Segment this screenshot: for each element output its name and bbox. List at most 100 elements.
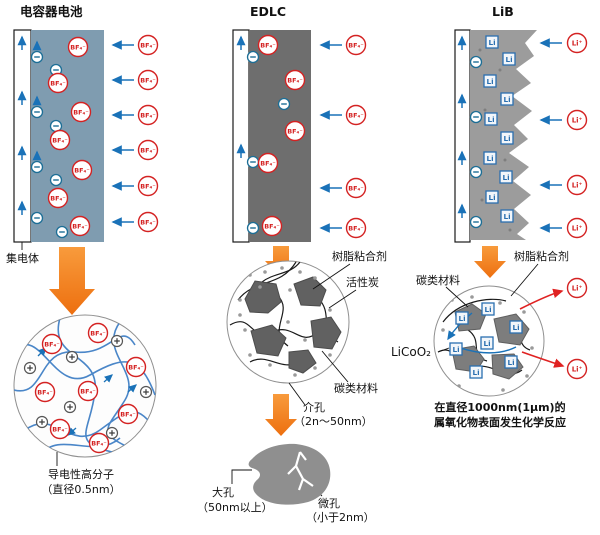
bf4-ion — [70, 101, 92, 123]
edlc-panel — [226, 29, 367, 505]
plus-ion — [110, 334, 124, 348]
li-plus-ion — [566, 32, 588, 54]
li-ion-square — [509, 320, 523, 334]
minus-ion — [30, 211, 44, 225]
micropore-channels — [287, 451, 314, 491]
reaction-line-1: 在直径1000nm(1μm)的 — [434, 401, 566, 414]
zoom-arrow-orange — [49, 247, 95, 315]
li-ion-square — [500, 209, 514, 223]
li-ion-square — [484, 112, 498, 126]
reaction-line-2: 属氧化物表面发生化学反应 — [434, 416, 566, 429]
li-ion-square — [504, 355, 518, 369]
minus-ion — [246, 221, 260, 235]
plus-ion — [23, 361, 37, 375]
bf4-ion — [49, 418, 71, 440]
minus-ion — [30, 160, 44, 174]
bf4-ion — [137, 34, 159, 56]
label-micropore-size: （小于2nm） — [306, 511, 375, 524]
zoom-arrow-orange — [474, 246, 506, 278]
bf4-ion — [257, 34, 279, 56]
activated-carbon-particles — [244, 276, 342, 374]
li-ion-square — [449, 342, 463, 356]
plus-ion — [63, 400, 77, 414]
label-mesopore: 介孔 — [303, 401, 325, 414]
bf4-ion — [257, 152, 279, 174]
li-ion-square — [485, 190, 499, 204]
lib-zoom-content — [437, 295, 534, 392]
bf4-ion — [345, 104, 367, 126]
li-extraction-arrows — [519, 288, 565, 368]
label-conductive-polymer: 导电性高分子 — [48, 468, 114, 481]
bf4-ion — [49, 129, 71, 151]
label-polymer-size: （直径0.5nm） — [41, 483, 121, 496]
li-ion-square — [485, 35, 499, 49]
bf4-ion — [67, 36, 89, 58]
ion-flow-arrows — [319, 40, 342, 233]
label-current-collector: 集电体 — [6, 252, 39, 265]
bf4-ion — [117, 403, 139, 425]
li-plus-ion — [566, 358, 588, 380]
electrolyte-dots — [238, 266, 332, 377]
li-plus-ion — [566, 109, 588, 131]
bf4-ion — [137, 104, 159, 126]
li-ion-square — [500, 92, 514, 106]
bf4-ion — [137, 211, 159, 233]
label-binder-lib: 树脂粘合剂 — [514, 250, 569, 263]
bf4-ion — [34, 381, 56, 403]
bf4-ion — [87, 322, 109, 344]
current-collector-strip — [232, 29, 250, 243]
bf4-ion — [137, 175, 159, 197]
title-lib: LiB — [492, 4, 514, 19]
capacitor-panel — [13, 29, 159, 466]
minus-ion — [30, 105, 44, 119]
minus-ion — [246, 50, 260, 64]
li-plus-ion — [566, 277, 588, 299]
bf4-ion — [345, 34, 367, 56]
label-macropore-size: （50nm以上） — [197, 501, 273, 514]
electron-up-arrows — [17, 35, 42, 215]
label-micropore: 微孔 — [318, 497, 340, 510]
li-ion-square — [483, 151, 497, 165]
minus-ion — [469, 55, 483, 69]
label-carbon-material-lib: 碳类材料 — [416, 274, 460, 287]
li-ion-square — [483, 74, 497, 88]
minus-ion — [469, 110, 483, 124]
title-edlc: EDLC — [250, 4, 287, 19]
pore-structure-blob — [248, 443, 331, 505]
bf4-ion — [41, 333, 63, 355]
minus-ion — [30, 50, 44, 64]
bf4-ion — [261, 215, 283, 237]
li-ion-square — [502, 52, 516, 66]
bf4-ion — [284, 120, 306, 142]
bf4-ion — [77, 380, 99, 402]
bf4-ion — [71, 159, 93, 181]
title-capacitor: 电容器电池 — [20, 4, 83, 19]
ion-flow-arrows — [111, 40, 134, 227]
label-mesopore-size: （2n～50nm） — [294, 415, 373, 428]
minus-ion — [246, 155, 260, 169]
plus-ion — [105, 426, 119, 440]
minus-ion — [469, 215, 483, 229]
li-ion-square — [499, 170, 513, 184]
label-carbon-material-edlc: 碳类材料 — [334, 382, 378, 395]
bf4-ion — [137, 69, 159, 91]
bf4-ion — [125, 356, 147, 378]
plus-ion — [139, 385, 153, 399]
polymer-ion-arrows — [37, 347, 137, 436]
lib-panel — [433, 29, 588, 397]
li-plus-ion — [566, 217, 588, 239]
plus-ion — [65, 350, 79, 364]
minus-ion — [277, 97, 291, 111]
li-ion-square — [469, 365, 483, 379]
li-plus-ion — [566, 174, 588, 196]
minus-ion — [55, 225, 69, 239]
zoom-arrow-orange — [265, 394, 297, 436]
label-activated-carbon: 活性炭 — [346, 276, 379, 289]
pointer-lines — [437, 263, 539, 353]
li-ion-square — [481, 302, 495, 316]
li-ion-square — [480, 336, 494, 350]
bf4-ion — [47, 72, 69, 94]
label-licoo2: LiCoO₂ — [391, 345, 431, 359]
